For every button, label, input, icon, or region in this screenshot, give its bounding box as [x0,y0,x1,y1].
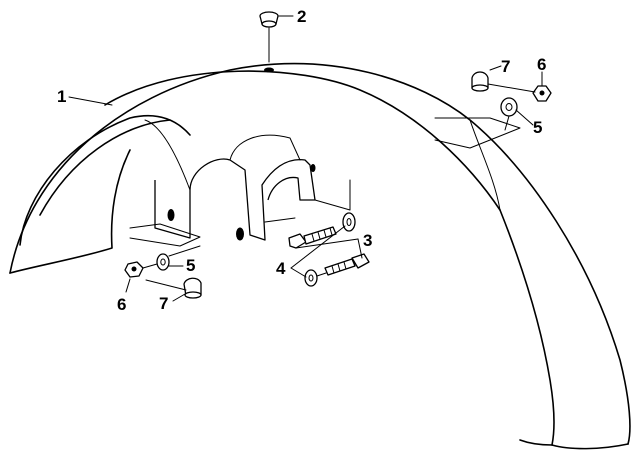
callout-7-right: 7 [501,57,510,76]
callout-5-right: 5 [533,118,542,137]
callout-2: 2 [297,7,306,26]
grommet-part [259,11,279,63]
right-hardware [471,71,552,131]
leader-lines [68,15,543,302]
callout-1: 1 [57,87,66,106]
callout-5-left: 5 [186,256,195,275]
callout-6-right: 6 [537,55,546,74]
callout-3: 3 [363,231,372,250]
fender [9,62,631,450]
callout-7-left: 7 [159,294,168,313]
center-hardware [288,212,370,287]
callout-labels: 1 2 3 4 5 5 6 6 7 7 [57,7,546,314]
callout-6-left: 6 [117,295,126,314]
callout-4: 4 [276,259,286,278]
left-hardware [124,245,202,299]
